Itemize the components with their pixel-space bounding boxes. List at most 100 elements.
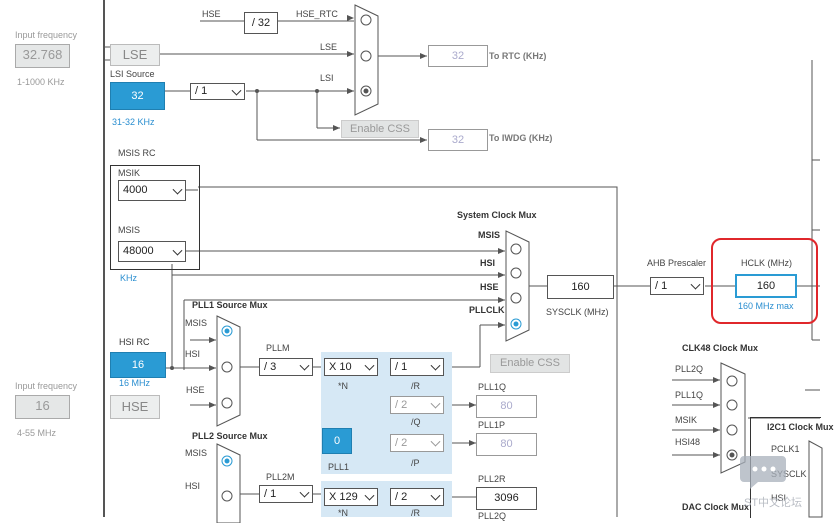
enable-css-button-sysclk[interactable]: Enable CSS bbox=[490, 354, 570, 373]
dac-clock-mux-title: DAC Clock Mux bbox=[682, 502, 750, 512]
pll1-q-value: / 2 bbox=[395, 399, 408, 411]
msik-select[interactable]: 4000 bbox=[118, 180, 186, 201]
input-frequency-range-1: 1-1000 KHz bbox=[17, 77, 65, 87]
sysclk-label: SYSCLK (MHz) bbox=[546, 307, 609, 317]
hse-rtc-label: HSE_RTC bbox=[296, 9, 338, 19]
hsi-unit: 16 MHz bbox=[119, 378, 151, 388]
watermark: ST中文论坛 bbox=[744, 497, 803, 509]
pll1-frac-value[interactable]: 0 bbox=[322, 428, 352, 454]
system-clock-mux[interactable] bbox=[505, 230, 531, 342]
clk48-input-hsi48: HSI48 bbox=[675, 437, 701, 447]
hclk-value[interactable]: 160 bbox=[735, 274, 797, 298]
lsi-value[interactable]: 32 bbox=[110, 82, 165, 110]
iwdg-output-label: To IWDG (KHz) bbox=[489, 133, 553, 143]
msis-select[interactable]: 48000 bbox=[118, 241, 186, 262]
rtc-output-label: To RTC (KHz) bbox=[489, 51, 547, 61]
clk48-clock-mux-title: CLK48 Clock Mux bbox=[682, 343, 759, 353]
pll1-q-label: /Q bbox=[411, 417, 421, 427]
rtc-clock-mux[interactable] bbox=[354, 4, 380, 116]
clk48-input-pll1q: PLL1Q bbox=[675, 390, 704, 400]
i2c1-clock-mux-title: I2C1 Clock Mux bbox=[767, 422, 834, 432]
lsi-divider-value: / 1 bbox=[195, 85, 208, 97]
pll2-n-value: X 129 bbox=[329, 491, 358, 503]
pll2q-label: PLL2Q bbox=[478, 511, 507, 521]
pll2-n-label: *N bbox=[338, 508, 349, 518]
pll1-r-label: /R bbox=[411, 381, 420, 391]
sysclk-input-msis: MSIS bbox=[478, 230, 501, 240]
lse-oscillator-box[interactable]: LSE bbox=[110, 44, 160, 66]
pll2-input-msis: MSIS bbox=[185, 448, 208, 458]
pll2-source-mux[interactable] bbox=[216, 443, 242, 523]
pll2-r-label: /R bbox=[411, 508, 420, 518]
ahb-prescaler-select[interactable]: / 1 bbox=[650, 277, 704, 295]
chevron-down-icon bbox=[364, 490, 375, 501]
pll2r-value[interactable]: 3096 bbox=[476, 487, 537, 510]
enable-css-button-top[interactable]: Enable CSS bbox=[341, 120, 419, 138]
ahb-prescaler-value: / 1 bbox=[655, 280, 668, 292]
chevron-down-icon bbox=[299, 360, 310, 371]
input-frequency-label-1: Input frequency bbox=[15, 30, 78, 40]
pll1-p-select[interactable]: / 2 bbox=[390, 434, 444, 452]
pll1-r-select[interactable]: / 1 bbox=[390, 358, 444, 376]
pll1q-label: PLL1Q bbox=[478, 382, 507, 392]
lse-line-label: LSE bbox=[320, 42, 338, 52]
system-clock-mux-title: System Clock Mux bbox=[457, 210, 537, 220]
clock-wiring bbox=[103, 15, 820, 517]
pll2m-value: / 1 bbox=[264, 488, 277, 500]
msis-value: 48000 bbox=[123, 245, 154, 257]
pll1-source-mux-title: PLL1 Source Mux bbox=[192, 300, 268, 310]
hse-oscillator-box[interactable]: HSE bbox=[110, 395, 160, 419]
ahb-prescaler-label: AHB Prescaler bbox=[647, 258, 707, 268]
pll2-r-value: / 2 bbox=[395, 491, 408, 503]
chevron-down-icon bbox=[299, 487, 310, 498]
hclk-highlight-ring bbox=[711, 238, 818, 324]
msis-label: MSIS bbox=[118, 225, 141, 235]
left-gutter bbox=[0, 0, 105, 517]
pll1-name: PLL1 bbox=[328, 462, 350, 472]
chevron-down-icon bbox=[430, 398, 441, 409]
chevron-down-icon bbox=[364, 360, 375, 371]
msis-rc-frame bbox=[110, 165, 200, 270]
pll2m-select[interactable]: / 1 bbox=[259, 485, 313, 503]
iwdg-output-value[interactable]: 32 bbox=[428, 129, 488, 151]
i2c1-input-pclk1: PCLK1 bbox=[771, 444, 800, 454]
clk48-clock-mux[interactable] bbox=[720, 362, 748, 474]
lsi-source-label: LSI Source bbox=[110, 69, 155, 79]
hse-rtc-divider[interactable]: / 32 bbox=[244, 12, 278, 34]
chevron-down-icon bbox=[430, 360, 441, 371]
chat-bubble-icon bbox=[740, 456, 786, 489]
msik-label: MSIK bbox=[118, 168, 141, 178]
pll1-q-select[interactable]: / 2 bbox=[390, 396, 444, 414]
clk48-input-pll2q: PLL2Q bbox=[675, 364, 704, 374]
sysclk-value[interactable]: 160 bbox=[547, 275, 614, 299]
hclk-label: HCLK (MHz) bbox=[741, 258, 792, 268]
msis-unit: KHz bbox=[120, 273, 138, 283]
chevron-down-icon bbox=[172, 245, 183, 256]
hse-label: HSE bbox=[202, 9, 221, 19]
i2c1-clock-mux[interactable] bbox=[808, 440, 823, 518]
hsi-value[interactable]: 16 bbox=[110, 352, 166, 378]
pll2m-label: PLL2M bbox=[266, 472, 295, 482]
lsi-divider-select[interactable]: / 1 bbox=[190, 83, 245, 100]
pll1-input-hsi: HSI bbox=[185, 349, 201, 359]
pll2-r-select[interactable]: / 2 bbox=[390, 488, 444, 506]
pll1q-value[interactable]: 80 bbox=[476, 395, 537, 418]
i2c1-input-hsi: HSI bbox=[771, 493, 787, 503]
pll1-source-mux[interactable] bbox=[216, 315, 242, 427]
input-frequency-value-1[interactable]: 32.768 bbox=[15, 44, 70, 68]
sysclk-input-pllclk: PLLCLK bbox=[469, 305, 505, 315]
pll1-n-value: X 10 bbox=[329, 361, 352, 373]
pll2-n-select[interactable]: X 129 bbox=[324, 488, 378, 506]
msik-value: 4000 bbox=[123, 184, 148, 196]
pll1-input-msis: MSIS bbox=[185, 318, 208, 328]
pll1-n-select[interactable]: X 10 bbox=[324, 358, 378, 376]
pll2r-label: PLL2R bbox=[478, 474, 506, 484]
i2c1-input-sysclk: SYSCLK bbox=[771, 469, 807, 479]
input-frequency-value-2[interactable]: 16 bbox=[15, 395, 70, 419]
pllm-select[interactable]: / 3 bbox=[259, 358, 313, 376]
rtc-output-value[interactable]: 32 bbox=[428, 45, 488, 67]
pll1p-label: PLL1P bbox=[478, 420, 506, 430]
pll1p-value[interactable]: 80 bbox=[476, 433, 537, 456]
pll1-input-hse: HSE bbox=[186, 385, 205, 395]
pllm-value: / 3 bbox=[264, 361, 277, 373]
